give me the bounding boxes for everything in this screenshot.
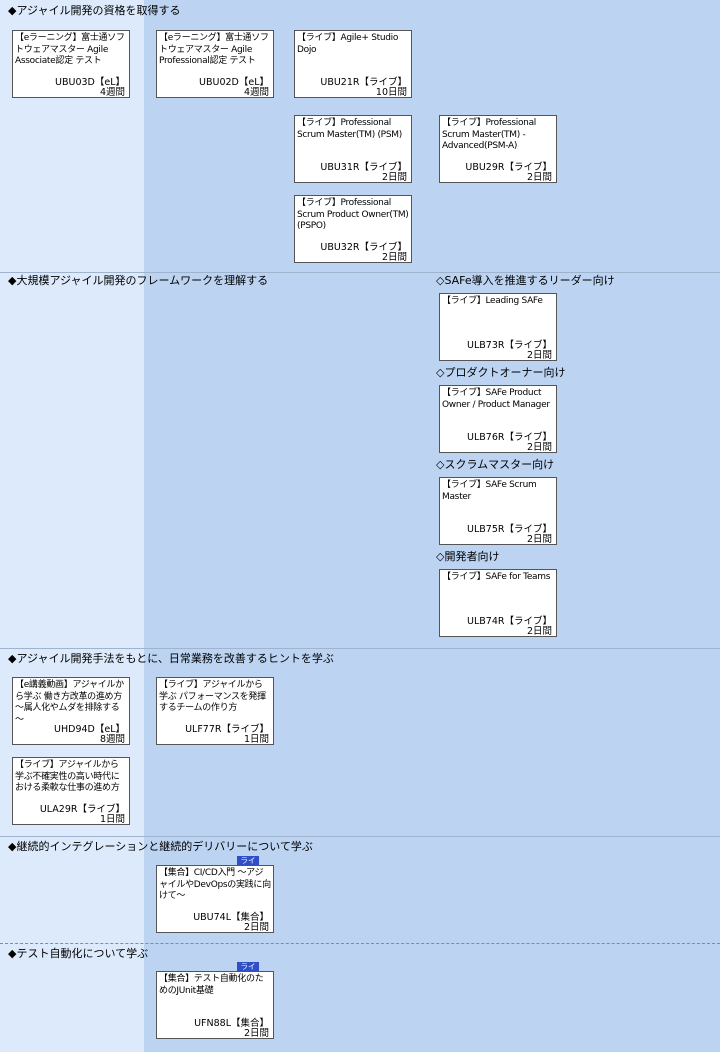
subsection-title-product-owner: ◇プロダクトオーナー向け — [436, 366, 566, 379]
course-title: 【集合】テスト自動化のためのJUnit基礎 — [159, 974, 264, 996]
course-card-ubu02d[interactable]: 【eラーニング】富士通ソフトウェアマスター Agile Professional… — [156, 30, 274, 98]
course-code: ULB74R【ライブ】 — [467, 616, 552, 627]
course-card-ulb75r[interactable]: 【ライブ】SAFe Scrum Master ULB75R【ライブ】 2日間 — [439, 477, 557, 545]
course-code: UBU29R【ライブ】 — [465, 162, 552, 173]
course-duration: 1日間 — [243, 734, 269, 745]
course-duration: 2日間 — [526, 172, 552, 183]
course-card-ubu74l[interactable]: 【集合】CI/CD入門 ～アジャイルやDevOpsの実践に向けて～ UBU74L… — [156, 865, 274, 933]
section-title-work-improvement: ◆アジャイル開発手法をもとに、日常業務を改善するヒントを学ぶ — [8, 652, 334, 665]
subsection-title-scrum-master: ◇スクラムマスター向け — [436, 458, 555, 471]
course-code: ULB73R【ライブ】 — [467, 340, 552, 351]
course-title: 【ライブ】Professional Scrum Master(TM) (PSM) — [297, 118, 402, 140]
subsection-title-leader: ◇SAFe導入を推進するリーダー向け — [436, 274, 615, 287]
course-duration: 4週間 — [99, 87, 125, 98]
course-card-ulf77r[interactable]: 【ライブ】アジャイルから学ぶ パフォーマンスを発揮するチームの作り方 ULF77… — [156, 677, 274, 745]
course-code: ULB75R【ライブ】 — [467, 524, 552, 535]
course-card-ubu31r[interactable]: 【ライブ】Professional Scrum Master(TM) (PSM)… — [294, 115, 412, 183]
course-title: 【ライブ】SAFe Product Owner / Product Manage… — [442, 388, 550, 410]
course-code: UBU21R【ライブ】 — [320, 77, 407, 88]
section-title-test-automation: ◆テスト自動化について学ぶ — [8, 947, 149, 960]
course-code: UFN88L【集合】 — [194, 1018, 269, 1029]
left-column-band — [0, 0, 144, 1052]
course-duration: 2日間 — [381, 172, 407, 183]
course-duration: 2日間 — [526, 534, 552, 545]
course-title: 【eラーニング】富士通ソフトウェアマスター Agile Professional… — [159, 33, 269, 66]
course-code: UBU74L【集合】 — [193, 912, 269, 923]
course-code: UBU03D【eL】 — [55, 77, 125, 88]
course-code: UBU31R【ライブ】 — [320, 162, 407, 173]
course-code: UHD94D【eL】 — [54, 724, 125, 735]
course-title: 【ライブ】アジャイルから学ぶ パフォーマンスを発揮するチームの作り方 — [159, 680, 266, 713]
course-card-ulb76r[interactable]: 【ライブ】SAFe Product Owner / Product Manage… — [439, 385, 557, 453]
course-title: 【ライブ】Agile+ Studio Dojo — [297, 33, 399, 55]
course-title: 【ライブ】Professional Scrum Master(TM) - Adv… — [442, 118, 536, 151]
course-title: 【集合】CI/CD入門 ～アジャイルやDevOpsの実践に向けて～ — [159, 868, 271, 901]
section-divider — [0, 272, 720, 273]
course-duration: 4週間 — [243, 87, 269, 98]
course-card-ubu29r[interactable]: 【ライブ】Professional Scrum Master(TM) - Adv… — [439, 115, 557, 183]
course-card-ulb74r[interactable]: 【ライブ】SAFe for Teams ULB74R【ライブ】 2日間 — [439, 569, 557, 637]
course-code: UBU02D【eL】 — [199, 77, 269, 88]
section-divider — [0, 648, 720, 649]
course-title: 【eラーニング】富士通ソフトウェアマスター Agile Associate認定 … — [15, 33, 125, 66]
course-duration: 10日間 — [375, 87, 407, 98]
course-card-ubu21r[interactable]: 【ライブ】Agile+ Studio Dojo UBU21R【ライブ】 10日間 — [294, 30, 412, 98]
course-card-ubu03d[interactable]: 【eラーニング】富士通ソフトウェアマスター Agile Associate認定 … — [12, 30, 130, 98]
course-card-ulb73r[interactable]: 【ライブ】Leading SAFe ULB73R【ライブ】 2日間 — [439, 293, 557, 361]
course-card-ubu32r[interactable]: 【ライブ】Professional Scrum Product Owner(TM… — [294, 195, 412, 263]
course-title: 【ライブ】SAFe Scrum Master — [442, 480, 537, 502]
course-duration: 2日間 — [381, 252, 407, 263]
course-code: ULF77R【ライブ】 — [185, 724, 269, 735]
subsection-title-developer: ◇開発者向け — [436, 550, 500, 563]
course-code: UBU32R【ライブ】 — [320, 242, 407, 253]
course-duration: 1日間 — [99, 814, 125, 825]
section-title-large-scale-agile: ◆大規模アジャイル開発のフレームワークを理解する — [8, 274, 269, 287]
course-duration: 2日間 — [243, 922, 269, 933]
course-card-uhd94d[interactable]: 【e講義動画】アジャイルから学ぶ 働き方改革の進め方 ～属人化やムダを排除する～… — [12, 677, 130, 745]
live-badge: ライブ — [237, 856, 259, 874]
course-title: 【ライブ】Leading SAFe — [442, 296, 543, 306]
course-title: 【e講義動画】アジャイルから学ぶ 働き方改革の進め方 ～属人化やムダを排除する～ — [15, 680, 124, 725]
section-title-certification: ◆アジャイル開発の資格を取得する — [8, 4, 181, 17]
course-title: 【ライブ】Professional Scrum Product Owner(TM… — [297, 198, 409, 231]
course-duration: 2日間 — [526, 350, 552, 361]
live-badge: ライブ — [237, 962, 259, 980]
course-duration: 2日間 — [243, 1028, 269, 1039]
course-duration: 2日間 — [526, 626, 552, 637]
course-code: ULB76R【ライブ】 — [467, 432, 552, 443]
course-card-ufn88l[interactable]: 【集合】テスト自動化のためのJUnit基礎 UFN88L【集合】 2日間 — [156, 971, 274, 1039]
section-title-ci-cd: ◆継続的インテグレーションと継続的デリバリーについて学ぶ — [8, 840, 313, 853]
course-title: 【ライブ】SAFe for Teams — [442, 572, 551, 582]
course-duration: 8週間 — [99, 734, 125, 745]
course-duration: 2日間 — [526, 442, 552, 453]
section-divider — [0, 836, 720, 837]
course-title: 【ライブ】アジャイルから学ぶ不確実性の高い時代における柔軟な仕事の進め方 — [15, 760, 120, 793]
course-code: ULA29R【ライブ】 — [39, 804, 125, 815]
section-divider — [0, 943, 720, 944]
course-card-ula29r[interactable]: 【ライブ】アジャイルから学ぶ不確実性の高い時代における柔軟な仕事の進め方 ULA… — [12, 757, 130, 825]
